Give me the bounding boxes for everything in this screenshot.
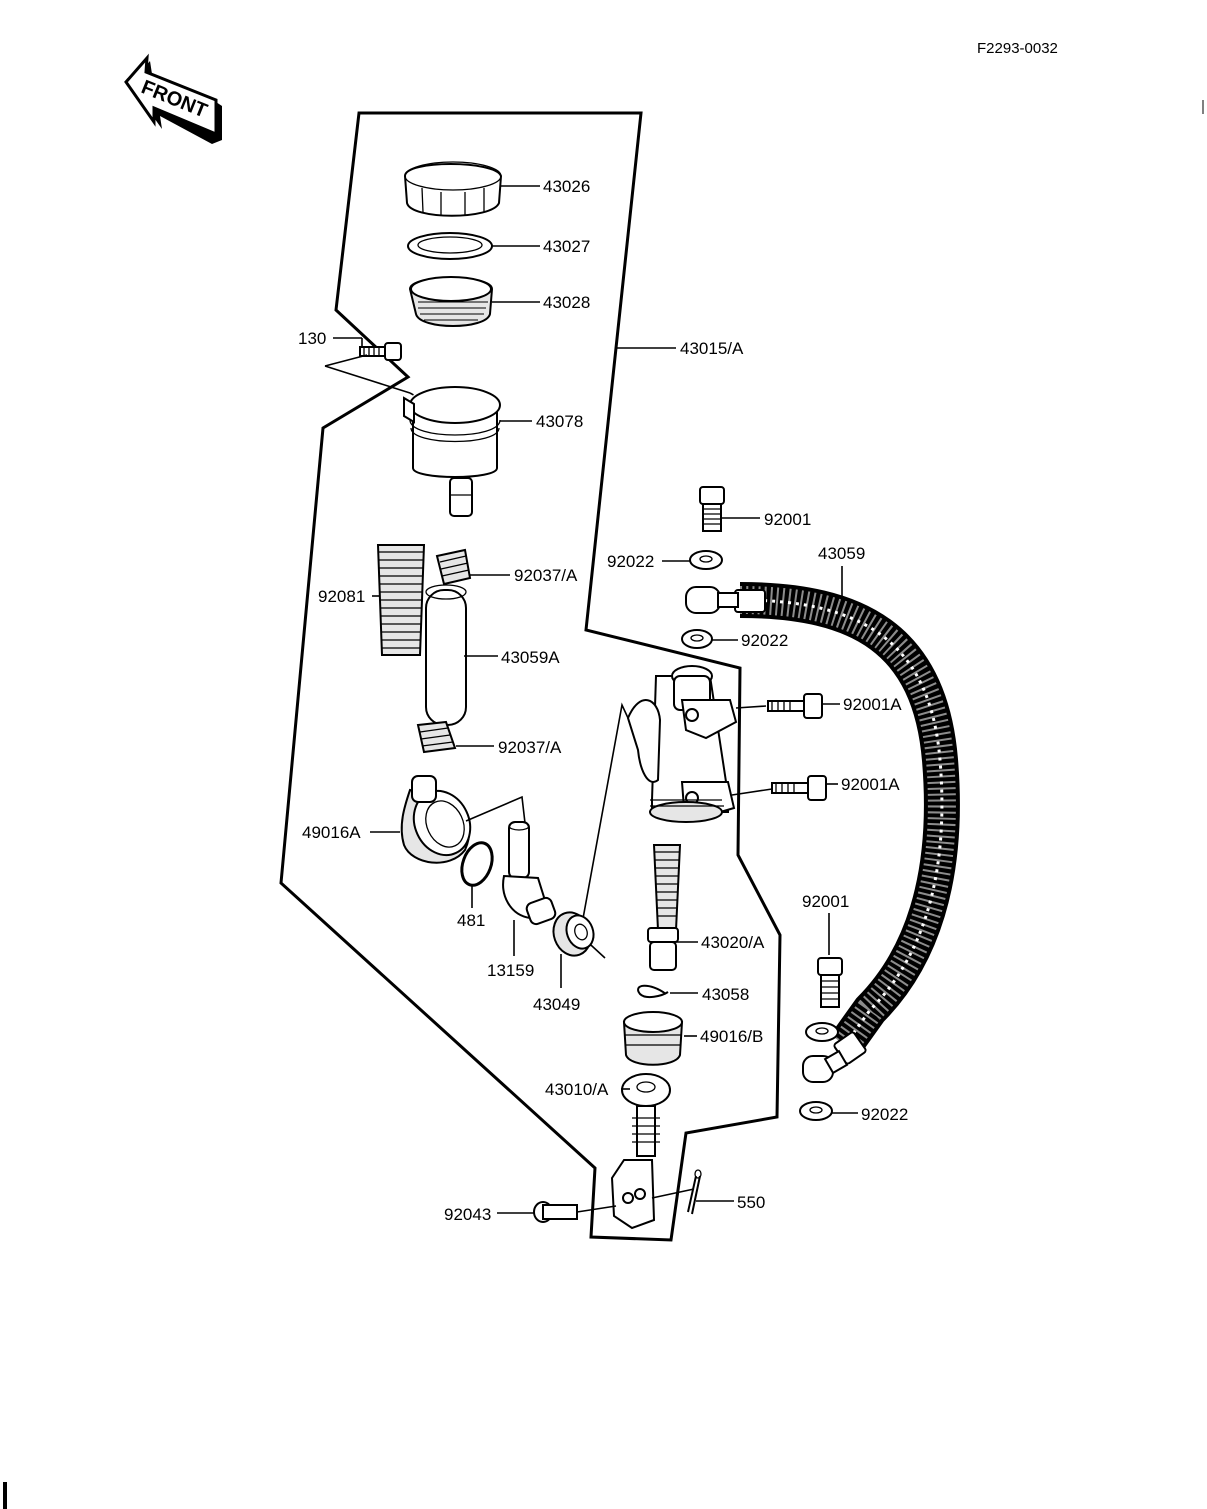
washer-c [799,1101,833,1121]
hose-clamp-top [435,548,472,586]
label-92022-c: 92022 [861,1105,908,1124]
circlip [460,841,494,887]
label-92001a-bottom: 92001A [841,775,900,794]
cotter-pin [687,1169,702,1215]
label-92001-top: 92001 [764,510,811,529]
diagram-code: F2293-0032 [977,40,1058,57]
label-43020a: 43020/A [701,933,765,952]
diaphragm-plate [407,232,493,260]
hose-spring [376,544,426,656]
label-92037a-bottom: 92037/A [498,738,562,757]
washer-right-upper [805,1022,839,1042]
label-43059: 43059 [818,544,865,563]
master-cylinder-body [626,665,738,823]
label-92022-b: 92022 [741,631,788,650]
label-43026: 43026 [543,177,590,196]
label-43078: 43078 [536,412,583,431]
label-92081: 92081 [318,587,365,606]
push-rod-boot [622,1011,684,1066]
label-49016a: 49016A [302,823,361,842]
label-43028: 43028 [543,293,590,312]
label-550: 550 [737,1193,765,1212]
bolt-92001a-top [767,693,823,719]
diaphragm [408,276,494,327]
washer-b [681,629,713,649]
reservoir-hose [425,584,467,726]
elbow-fitting [502,821,557,926]
label-43015a: 43015/A [680,339,744,358]
brake-hose [685,582,960,1083]
label-43010a: 43010/A [545,1080,609,1099]
piston-assembly [647,844,682,971]
screw-130 [359,342,402,361]
bolt-92001a-bottom [771,775,827,801]
label-130: 130 [298,329,326,348]
banjo-bolt-top [699,486,725,532]
reservoir-union [400,775,472,864]
fluid-reservoir [403,386,501,517]
label-92001-right: 92001 [802,892,849,911]
label-43049: 43049 [533,995,580,1014]
assembly-boundary [279,111,782,1242]
label-481: 481 [457,911,485,930]
reservoir-cap [403,161,503,217]
label-92037a-top: 92037/A [514,566,578,585]
label-43027: 43027 [543,237,590,256]
washer-a [689,550,723,570]
label-43058: 43058 [702,985,749,1004]
label-92043: 92043 [444,1205,491,1224]
dust-seal [552,911,595,957]
label-49016b: 49016/B [700,1027,763,1046]
banjo-bolt-right [817,957,843,1008]
push-rod [610,1073,671,1230]
label-43059a: 43059A [501,648,560,667]
front-arrow-icon: FRONT [124,53,222,144]
label-13159: 13159 [487,961,534,980]
retaining-clip [637,984,669,999]
label-92022-a: 92022 [607,552,654,571]
label-92001a-top: 92001A [843,695,902,714]
hose-clamp-bottom [416,720,457,754]
clevis-pin [533,1201,578,1223]
